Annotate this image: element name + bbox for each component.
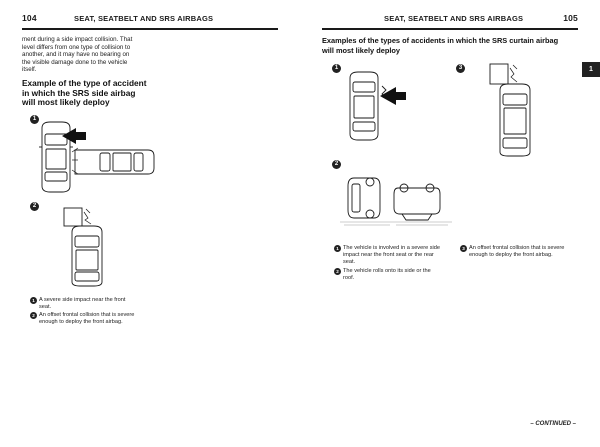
right-section-heading: Examples of the types of accidents in wh… xyxy=(322,36,582,55)
heading-line: will most likely deploy xyxy=(322,45,401,55)
rollover-figure xyxy=(340,170,452,232)
impact-arrow-icon xyxy=(62,128,86,144)
left-intro-text: ment during a side impact collision. Tha… xyxy=(22,36,162,74)
left-header-rule xyxy=(22,28,278,30)
figure-marker-1: 1 xyxy=(30,115,39,124)
caption-line: The vehicle rolls onto its side or the xyxy=(343,268,431,274)
figure-marker-2: 2 xyxy=(30,202,39,211)
intro-line: the visible damage done to the vehicle xyxy=(22,58,128,66)
caption-marker: 2 xyxy=(334,268,341,275)
rolled-car-icon xyxy=(340,177,452,226)
curtain-side-impact-figure xyxy=(340,70,420,142)
caption-line: roof. xyxy=(343,275,355,281)
caption-line: A severe side impact near the front xyxy=(39,297,126,303)
barrier-block-icon xyxy=(489,63,531,157)
chapter-tab[interactable]: 1 xyxy=(582,62,600,77)
left-caption-2: 2 An offset frontal collision that is se… xyxy=(30,312,170,326)
intro-line: ment during a side impact collision. Tha… xyxy=(22,36,133,43)
caption-line: An offset frontal collision that is seve… xyxy=(39,312,135,318)
caption-line: enough to deploy the front airbag. xyxy=(469,252,553,258)
caption-line: The vehicle is involved in a severe side xyxy=(343,245,441,251)
car-top-view-icon xyxy=(349,71,406,141)
car-top-view-icon xyxy=(39,121,155,193)
caption-line: seat. xyxy=(39,304,52,310)
side-impact-figure xyxy=(28,120,170,194)
caption-marker: 1 xyxy=(334,245,341,252)
left-header: 104 SEAT, SEATBELT AND SRS AIRBAGS xyxy=(22,13,278,26)
right-page: SEAT, SEATBELT AND SRS AIRBAGS 105 Examp… xyxy=(300,0,600,447)
crash-burst-icon xyxy=(509,64,518,83)
left-page: 104 SEAT, SEATBELT AND SRS AIRBAGS ment … xyxy=(22,13,278,326)
intro-line: another, and it may have no bearing on xyxy=(22,51,130,59)
caption-line: An offset frontal collision that is seve… xyxy=(469,245,565,251)
barrier-block-icon xyxy=(63,207,103,287)
figure-marker-1: 1 xyxy=(332,64,341,73)
left-caption-1: 1 A severe side impact near the front se… xyxy=(30,297,170,311)
left-header-title: SEAT, SEATBELT AND SRS AIRBAGS xyxy=(74,14,214,23)
curtain-offset-frontal-figure xyxy=(486,62,546,158)
caption-line: seat. xyxy=(343,259,356,265)
right-header: SEAT, SEATBELT AND SRS AIRBAGS 105 xyxy=(322,13,578,26)
caption-marker: 1 xyxy=(30,297,37,304)
right-caption-2: 2 The vehicle rolls onto its side or the… xyxy=(334,268,454,282)
caption-marker: 3 xyxy=(460,245,467,252)
figure-marker-3: 3 xyxy=(456,64,465,73)
right-header-title: SEAT, SEATBELT AND SRS AIRBAGS xyxy=(384,14,524,23)
intro-line: level differs from one type of collision… xyxy=(22,43,131,51)
heading-line: Examples of the types of accidents in wh… xyxy=(322,36,559,45)
offset-frontal-figure xyxy=(58,206,118,288)
continued-footer: – CONTINUED – xyxy=(530,421,576,427)
impact-arrow-icon xyxy=(380,87,406,105)
figure-marker-2: 2 xyxy=(332,160,341,169)
right-caption-1: 1 The vehicle is involved in a severe si… xyxy=(334,245,454,266)
heading-line: in which the SRS side airbag xyxy=(22,87,136,98)
right-page-number: 105 xyxy=(563,13,578,23)
caption-line: impact near the front seat or the rear xyxy=(343,252,434,258)
left-section-heading: Example of the type of accident in which… xyxy=(22,78,172,108)
heading-line: Example of the type of accident xyxy=(22,78,147,88)
heading-line: will most likely deploy xyxy=(22,97,110,108)
intro-line: itself. xyxy=(22,66,37,74)
caption-line: enough to deploy the front airbag. xyxy=(39,319,123,325)
left-page-number: 104 xyxy=(22,13,37,23)
right-caption-3: 3 An offset frontal collision that is se… xyxy=(460,245,580,259)
caption-marker: 2 xyxy=(30,312,37,319)
right-header-rule xyxy=(322,28,578,30)
crash-burst-icon xyxy=(83,211,92,225)
